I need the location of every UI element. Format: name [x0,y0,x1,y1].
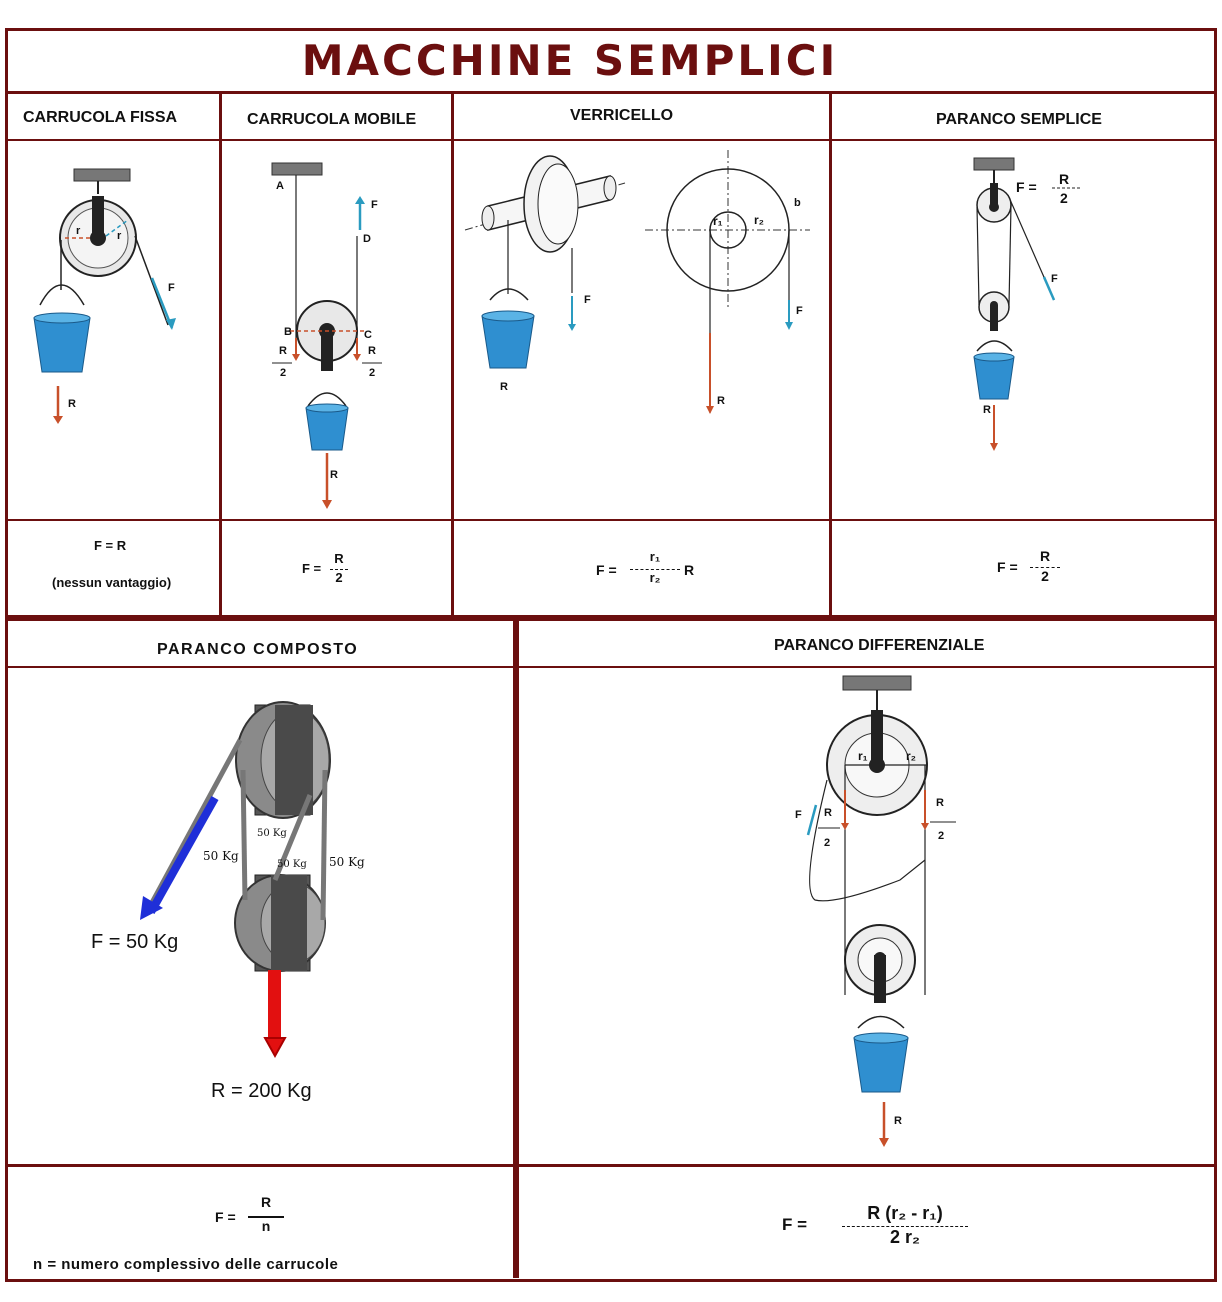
formula-simple-num: R [1039,548,1051,564]
formula-mobile-den: 2 [330,569,348,585]
label-R: R [983,404,991,416]
divider-middle [5,615,1217,621]
formula-winch-lhs: F = [596,562,617,578]
label-2-right: 2 [369,367,375,379]
label-50kg-3: 50 Kg [277,859,307,870]
label-r-left: r [76,225,81,237]
formula-mobile-num: R [334,551,344,566]
label-C: C [364,329,372,341]
heading-verricello: VERRICELLO [570,107,674,124]
formula-compound-note: n = numero complessivo delle carrucole [33,1256,339,1273]
col-divider-1 [219,91,222,618]
bucket [973,356,1015,400]
label-R-200kg: R = 200 Kg [211,1080,312,1102]
formula-fixed: F = R [94,538,127,553]
label-R-left: R [279,345,287,357]
heading-carrucola-mobile: CARRUCOLA MOBILE [247,111,417,128]
label-F-50kg: F = 50 Kg [91,931,178,953]
divider-title [5,91,1217,94]
diagram-carrucola-fissa: r r F R [33,168,176,424]
diagram-paranco-composto: 50 Kg 50 Kg 50 Kg 50 Kg F = 50 Kg R = 20… [91,701,365,1102]
ceiling-mount [842,675,912,691]
label-r2: r₂ [906,749,916,763]
formula-mobile-lhs: F = [302,561,322,576]
label-r1: r₁ [858,749,868,763]
label-R: R [68,398,76,410]
formula-winch-num: r₁ [649,549,661,564]
label-R: R [894,1115,902,1127]
label-b: b [794,197,801,209]
diagram-paranco-differenziale: r₁ r₂ F R 2 R 2 R [795,675,956,1147]
label-r-right: r [117,230,122,242]
divider-heads-bottom [5,666,1217,668]
label-R-right: R [936,797,944,809]
ceiling-mount [271,162,323,176]
formula-compound-num: R [260,1194,272,1210]
heading-paranco-semplice: PARANCO SEMPLICE [936,111,1102,128]
diagram-carrucola-mobile: A F D B C R 2 R 2 R [271,162,382,509]
formula-winch-rhs: R [684,562,695,578]
force-F-arrow [147,796,219,914]
formula-simple-den: 2 [1030,567,1060,584]
col-divider-bottom [513,618,519,1278]
label-R-num: R [1059,171,1069,187]
label-A: A [276,180,284,192]
label-D: D [363,233,371,245]
formula-fixed-note: (nessun vantaggio) [52,575,172,590]
divider-formulas-top [5,519,1217,521]
label-F: F [168,282,175,294]
outer-frame [5,28,1217,1282]
label-R: R [500,381,508,393]
heading-carrucola-fissa: CARRUCOLA FISSA [23,109,178,126]
label-2-left: 2 [824,837,830,849]
label-2-den: 2 [1060,190,1068,206]
label-F: F [1051,273,1058,285]
force-F-arrow [1042,276,1056,301]
col-divider-3 [829,91,832,618]
label-2-left: 2 [280,367,286,379]
bucket [853,1037,909,1093]
label-50kg-4: 50 Kg [329,855,365,869]
heading-paranco-composto: PARANCO COMPOSTO [157,641,359,658]
diagram-verricello: R F r₁ r₂ b R F [464,150,810,414]
bucket [481,315,535,369]
force-F-arrow [806,804,818,836]
bucket [305,407,349,451]
label-r2: r₂ [754,213,764,227]
label-R-right: R [368,345,376,357]
label-B: B [284,326,292,338]
force-R-arrow [263,1037,287,1059]
formula-compound-den: n [248,1216,284,1234]
label-50kg-2: 50 Kg [257,828,287,839]
col-divider-2 [451,91,454,618]
bucket [33,317,91,373]
diagram-paranco-semplice: F F = R 2 R [973,157,1082,451]
label-r1: r₁ [713,214,723,228]
label-F: F [584,294,591,306]
label-F: F [795,809,802,821]
label-2-right: 2 [938,830,944,842]
ceiling-mount [73,168,131,182]
label-F-side: F [796,305,803,317]
divider-heads-top [5,139,1217,141]
formula-differential-lhs: F = [782,1215,808,1234]
label-50kg-1: 50 Kg [203,849,239,863]
formula-differential-num: R (r₂ - r₁) [867,1203,943,1223]
label-F-eq: F = [1016,179,1037,195]
label-R-left: R [824,807,832,819]
formula-winch-den: r₂ [630,569,680,585]
formula-simple-lhs: F = [997,559,1018,575]
page-title: MACCHINE SEMPLICI [301,36,839,85]
label-R: R [330,469,338,481]
formula-differential-den: 2 r₂ [842,1226,968,1248]
label-F: F [371,199,378,211]
divider-formulas-bottom [5,1164,1217,1167]
formula-compound-lhs: F = [215,1209,236,1225]
heading-paranco-differenziale: PARANCO DIFFERENZIALE [774,637,985,654]
label-R-side: R [717,395,725,407]
ceiling-mount [973,157,1015,171]
